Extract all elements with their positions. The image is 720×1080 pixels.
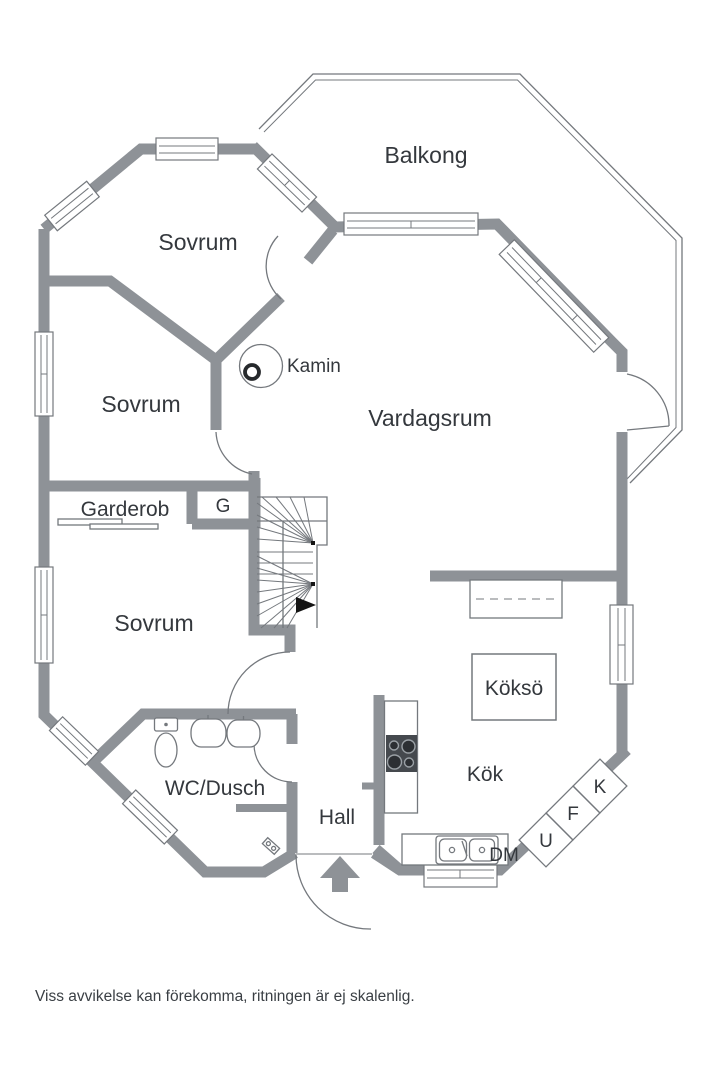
appliance-label-dm: DM bbox=[489, 845, 519, 866]
room-label-hall: Hall bbox=[319, 806, 355, 829]
window-icon bbox=[343, 212, 479, 236]
window-icon bbox=[34, 331, 54, 417]
window-icon bbox=[43, 180, 101, 232]
room-label-sovrum-top: Sovrum bbox=[158, 229, 237, 255]
closet-label-g: G bbox=[216, 496, 231, 517]
window-icon bbox=[121, 789, 179, 845]
window-icon bbox=[256, 153, 318, 213]
stove-icon bbox=[386, 735, 417, 772]
stair-direction-arrow-icon bbox=[296, 597, 316, 613]
floor-drain-icon bbox=[261, 836, 281, 856]
entrance-arrow-icon bbox=[320, 856, 360, 892]
appliance-label-f: F bbox=[567, 804, 579, 825]
room-label-sovrum-bottom: Sovrum bbox=[114, 610, 193, 636]
room-label-garderob: Garderob bbox=[81, 498, 170, 521]
sink-icon bbox=[226, 716, 261, 748]
appliance-label-k: K bbox=[594, 777, 607, 798]
door-arc-icon bbox=[215, 431, 253, 475]
fixture-label-kamin: Kamin bbox=[287, 356, 341, 377]
window-icon bbox=[609, 604, 634, 685]
window-icon bbox=[48, 715, 100, 767]
window-icon bbox=[498, 238, 610, 354]
disclaimer-text: Viss avvikelse kan förekomma, ritningen … bbox=[35, 988, 415, 1005]
room-label-kokso: Köksö bbox=[485, 677, 543, 700]
door-arc-icon bbox=[626, 373, 670, 431]
stair-treads-lower-fan bbox=[256, 555, 314, 629]
door-arc-icon bbox=[295, 853, 372, 930]
kitchen-sink-icon bbox=[435, 835, 499, 865]
door-arc-icon bbox=[253, 743, 293, 783]
toilet-icon bbox=[153, 717, 179, 768]
wall-cabinet bbox=[469, 579, 563, 619]
cabinet-box-k bbox=[572, 758, 628, 814]
window-icon bbox=[155, 137, 219, 161]
room-label-kok: Kök bbox=[467, 763, 504, 786]
room-label-balkong: Balkong bbox=[384, 142, 467, 168]
kitchen-island bbox=[471, 653, 557, 721]
room-label-wc-dusch: WC/Dusch bbox=[165, 777, 265, 800]
window-icon bbox=[34, 566, 54, 664]
interior-walls bbox=[44, 275, 622, 875]
room-label-sovrum-mid: Sovrum bbox=[101, 391, 180, 417]
wardrobe-sliding-doors bbox=[57, 518, 159, 530]
appliance-label-u: U bbox=[539, 831, 553, 852]
room-label-vardagsrum: Vardagsrum bbox=[368, 405, 492, 431]
balcony-outline bbox=[258, 73, 683, 484]
door-arc-icon bbox=[227, 651, 291, 715]
stair-treads-upper-fan bbox=[256, 496, 314, 544]
sink-icon bbox=[190, 715, 227, 748]
fireplace-icon bbox=[238, 343, 284, 389]
staircase bbox=[256, 496, 328, 629]
door-arc-icon bbox=[265, 235, 282, 300]
